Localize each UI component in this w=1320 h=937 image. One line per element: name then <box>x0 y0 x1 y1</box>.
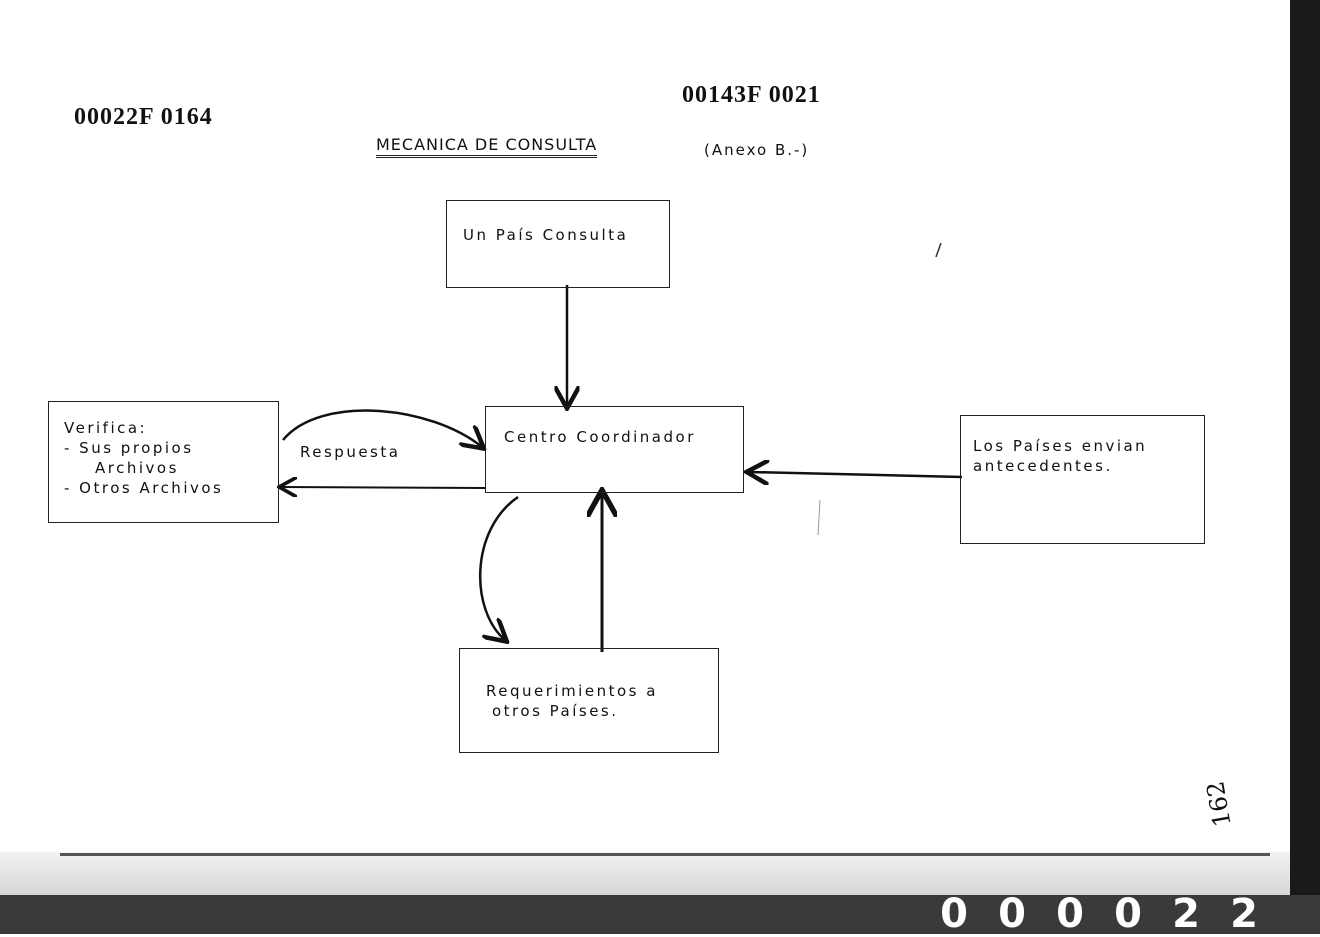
arrow-centro-to-requerimientos <box>479 495 519 640</box>
arrow-verifica-to-centro <box>282 409 482 447</box>
node-list-item: Archivos <box>95 459 179 477</box>
digit: 2 <box>1230 891 1258 937</box>
archive-stamp-right: 00143F 0021 <box>682 82 821 108</box>
node-label: Un País Consulta <box>463 226 629 244</box>
node-list-item: - Otros Archivos <box>64 479 224 497</box>
title-text: MECANICA DE CONSULTA <box>376 135 598 158</box>
scan-margin <box>0 852 1320 895</box>
digit: 2 <box>1172 891 1200 937</box>
node-un-pais-consulta: Un País Consulta <box>446 200 670 288</box>
node-centro-coordinador: Centro Coordinador <box>485 406 744 493</box>
node-verifica: Verifica: - Sus propios Archivos - Otros… <box>48 401 279 523</box>
scan-edge <box>1290 0 1320 934</box>
node-requerimientos: Requerimientos a otros Países. <box>459 648 719 753</box>
node-list-item: - Sus propios <box>64 439 194 457</box>
page-edge-line <box>60 853 1270 856</box>
document-number-band <box>0 895 1320 934</box>
page-title: MECANICA DE CONSULTA <box>376 135 598 158</box>
node-label: otros Países. <box>492 702 619 720</box>
node-label: antecedentes. <box>973 457 1113 475</box>
digit: 0 <box>1056 891 1084 937</box>
node-label: Requerimientos a <box>486 682 658 700</box>
archive-stamp-left: 00022F 0164 <box>74 104 213 130</box>
digit: 0 <box>940 891 968 937</box>
annex-label: (Anexo B.-) <box>704 141 810 159</box>
digit: 0 <box>1114 891 1142 937</box>
digit: 0 <box>998 891 1026 937</box>
edge-label-respuesta: Respuesta <box>300 443 401 461</box>
arrow-centro-to-verifica <box>281 487 487 488</box>
node-label: Centro Coordinador <box>504 428 696 446</box>
arrow-paises-to-centro <box>749 472 963 477</box>
document-number: 0 0 0 0 2 2 <box>925 893 1273 935</box>
node-label: Verifica: <box>64 419 148 437</box>
node-paises-envian: Los Países envian antecedentes. <box>960 415 1205 544</box>
node-label: Los Países envian <box>973 437 1148 455</box>
